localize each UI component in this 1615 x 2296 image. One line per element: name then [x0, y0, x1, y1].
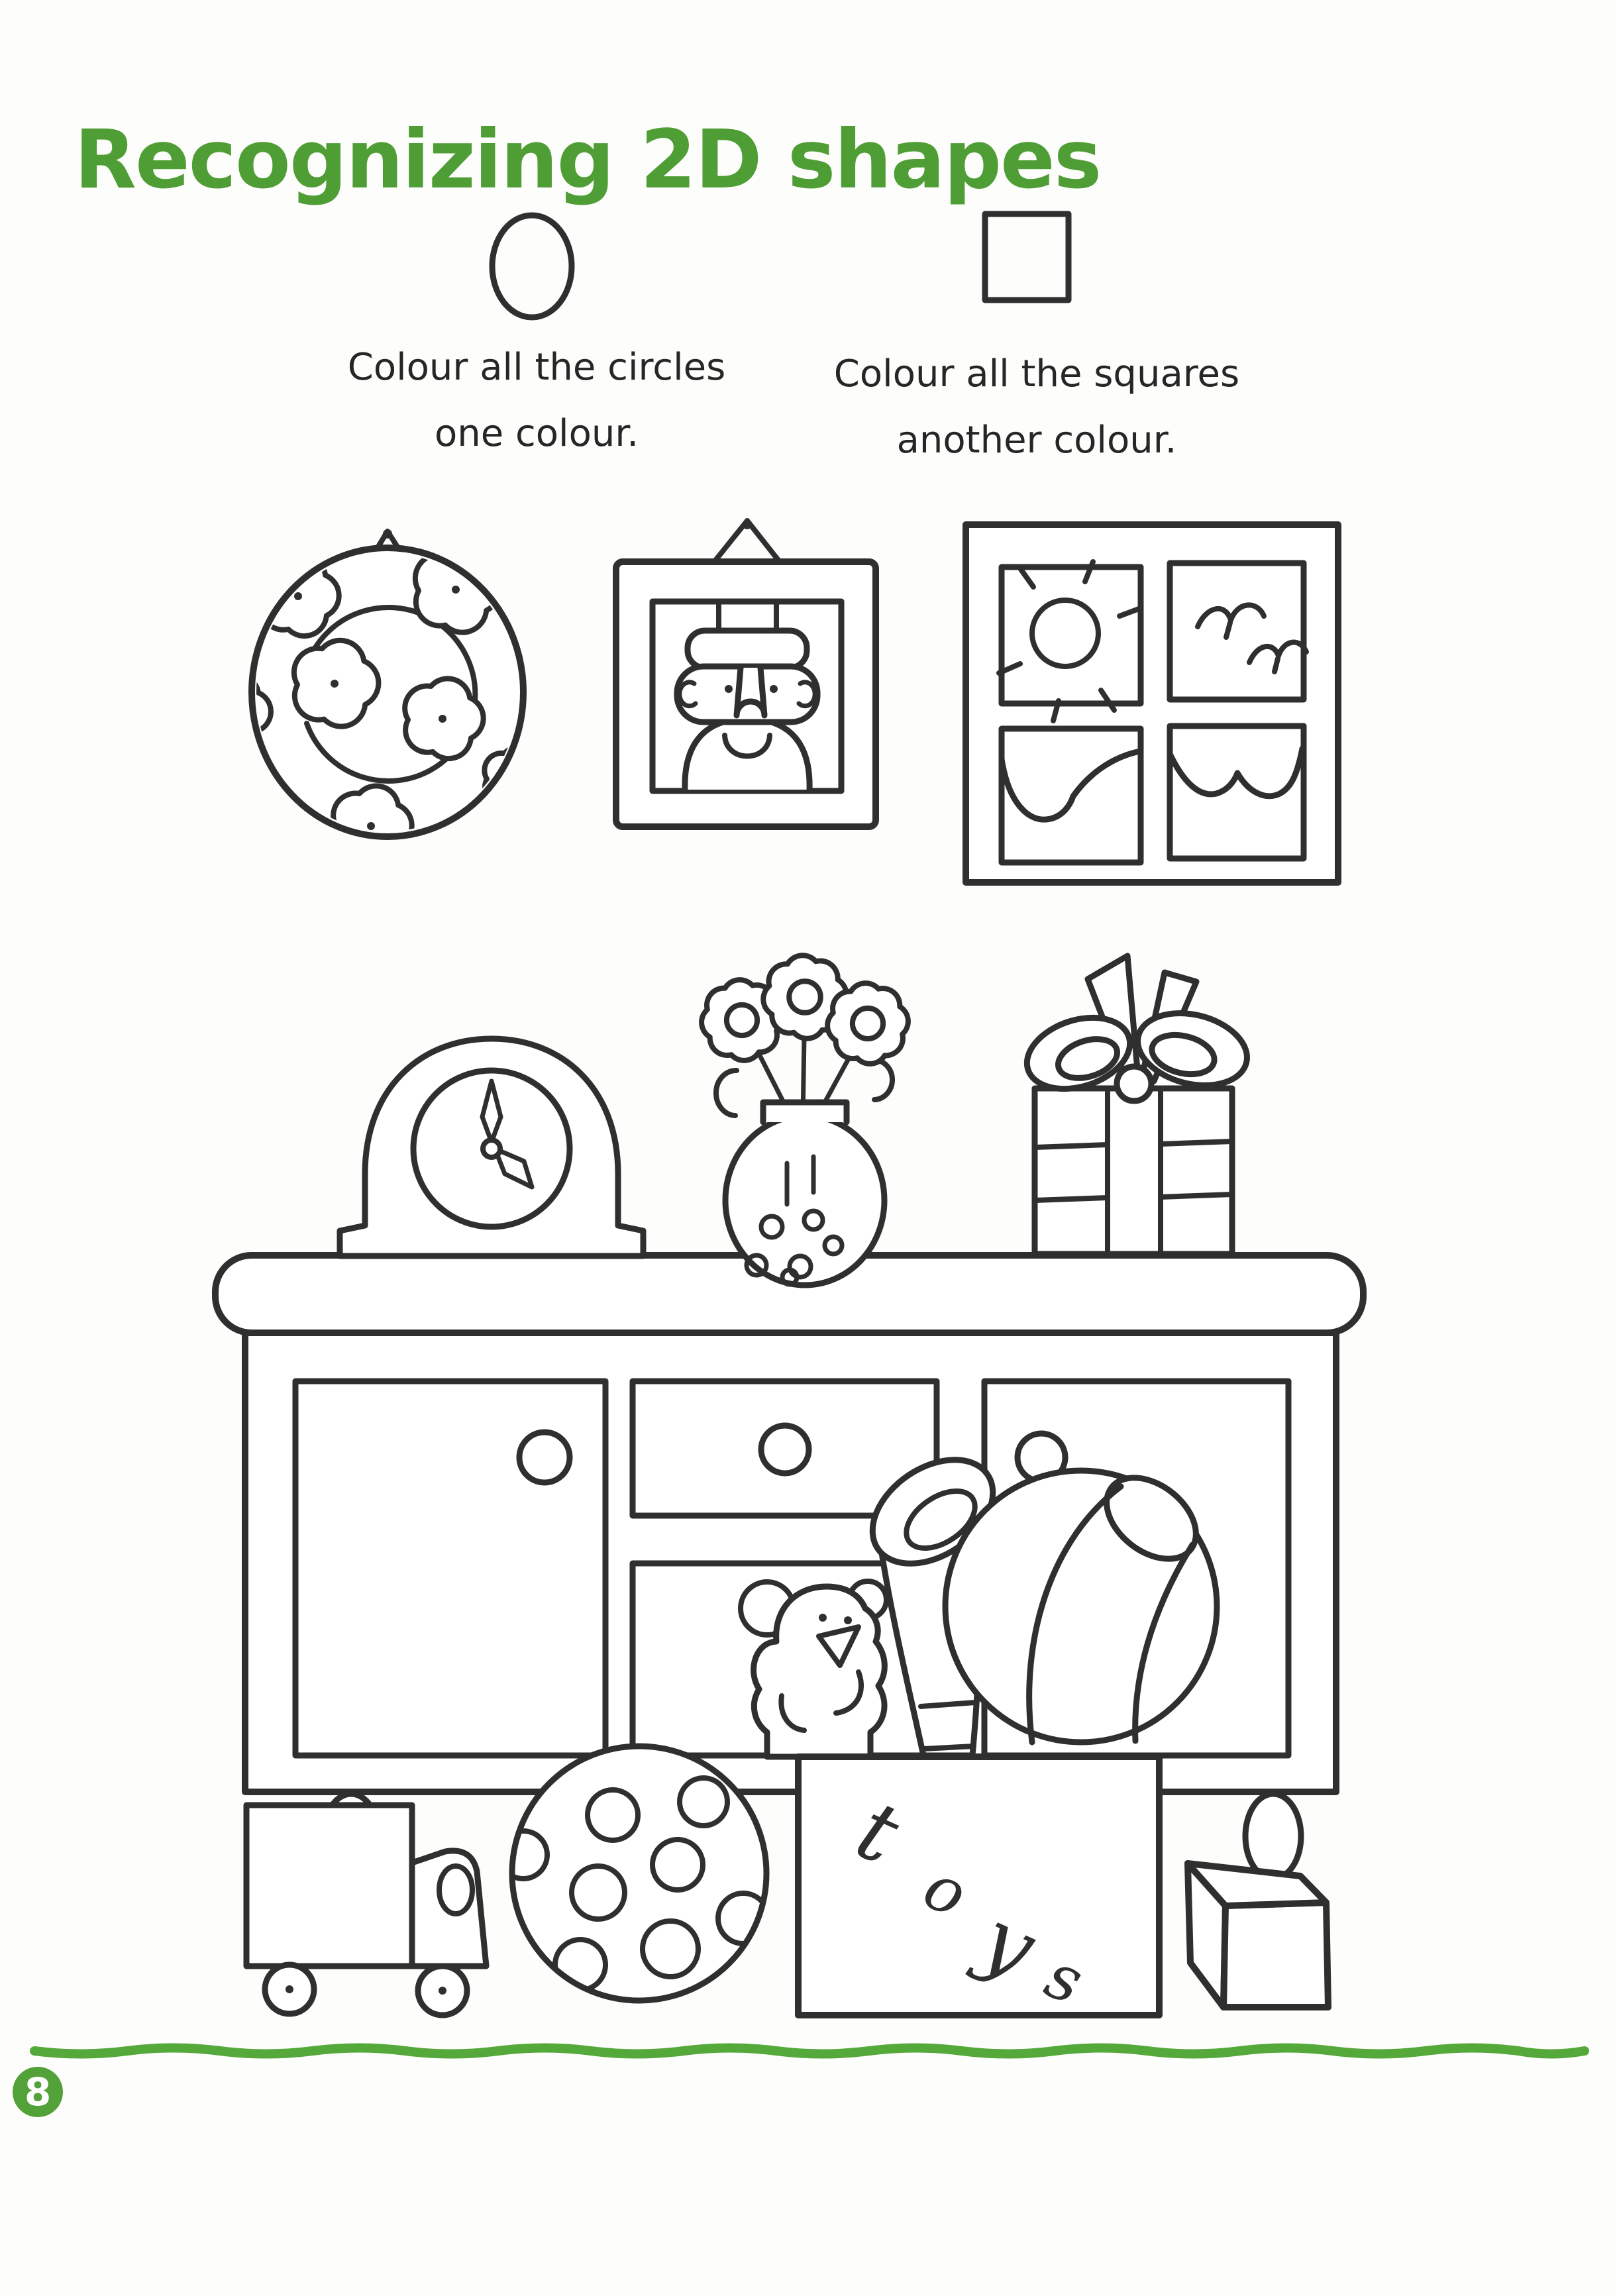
toy-cube: [1184, 1860, 1331, 2010]
teddy-snout: [816, 1624, 861, 1668]
instruction-circles: Colour all the circles one colour.: [275, 335, 798, 467]
toy-truck: [243, 1802, 490, 2018]
instruction-circles-line1: Colour all the circles: [347, 346, 726, 389]
flower-vase: [699, 953, 911, 1288]
sun-icon: [996, 559, 1143, 723]
page-number: 8: [25, 2069, 51, 2114]
page-number-badge: 8: [13, 2067, 63, 2117]
framed-portrait: [613, 518, 879, 830]
truck-window: [437, 1863, 475, 1916]
instruction-squares-line2: another colour.: [896, 419, 1177, 462]
instruction-squares-line1: Colour all the squares: [833, 352, 1240, 395]
teddy-bear: [738, 1579, 889, 1760]
hour-hand: [492, 1146, 535, 1190]
page-divider-wave: [30, 2043, 1589, 2059]
hanging-plate: [248, 529, 527, 840]
gift-box: [1023, 953, 1250, 1257]
beach-ball: [942, 1467, 1220, 1746]
mantel-clock: [337, 1035, 647, 1259]
page-title: Recognizing 2D shapes: [74, 112, 1102, 207]
drawer-knob: [758, 1422, 812, 1477]
birds-icon: [1195, 602, 1309, 674]
sideboard-right-foot: [1242, 1791, 1304, 1882]
example-circle-shape: [489, 212, 575, 321]
gift-bow: [1023, 953, 1250, 1104]
example-square-shape: [982, 211, 1072, 303]
toy-box: t o y s: [795, 1753, 1163, 2019]
spotted-ball: [509, 1743, 770, 2004]
wall-window: [963, 521, 1341, 886]
instruction-circles-line2: one colour.: [434, 412, 639, 455]
instruction-squares: Colour all the squares another colour.: [768, 341, 1305, 474]
left-door-knob: [516, 1429, 573, 1486]
